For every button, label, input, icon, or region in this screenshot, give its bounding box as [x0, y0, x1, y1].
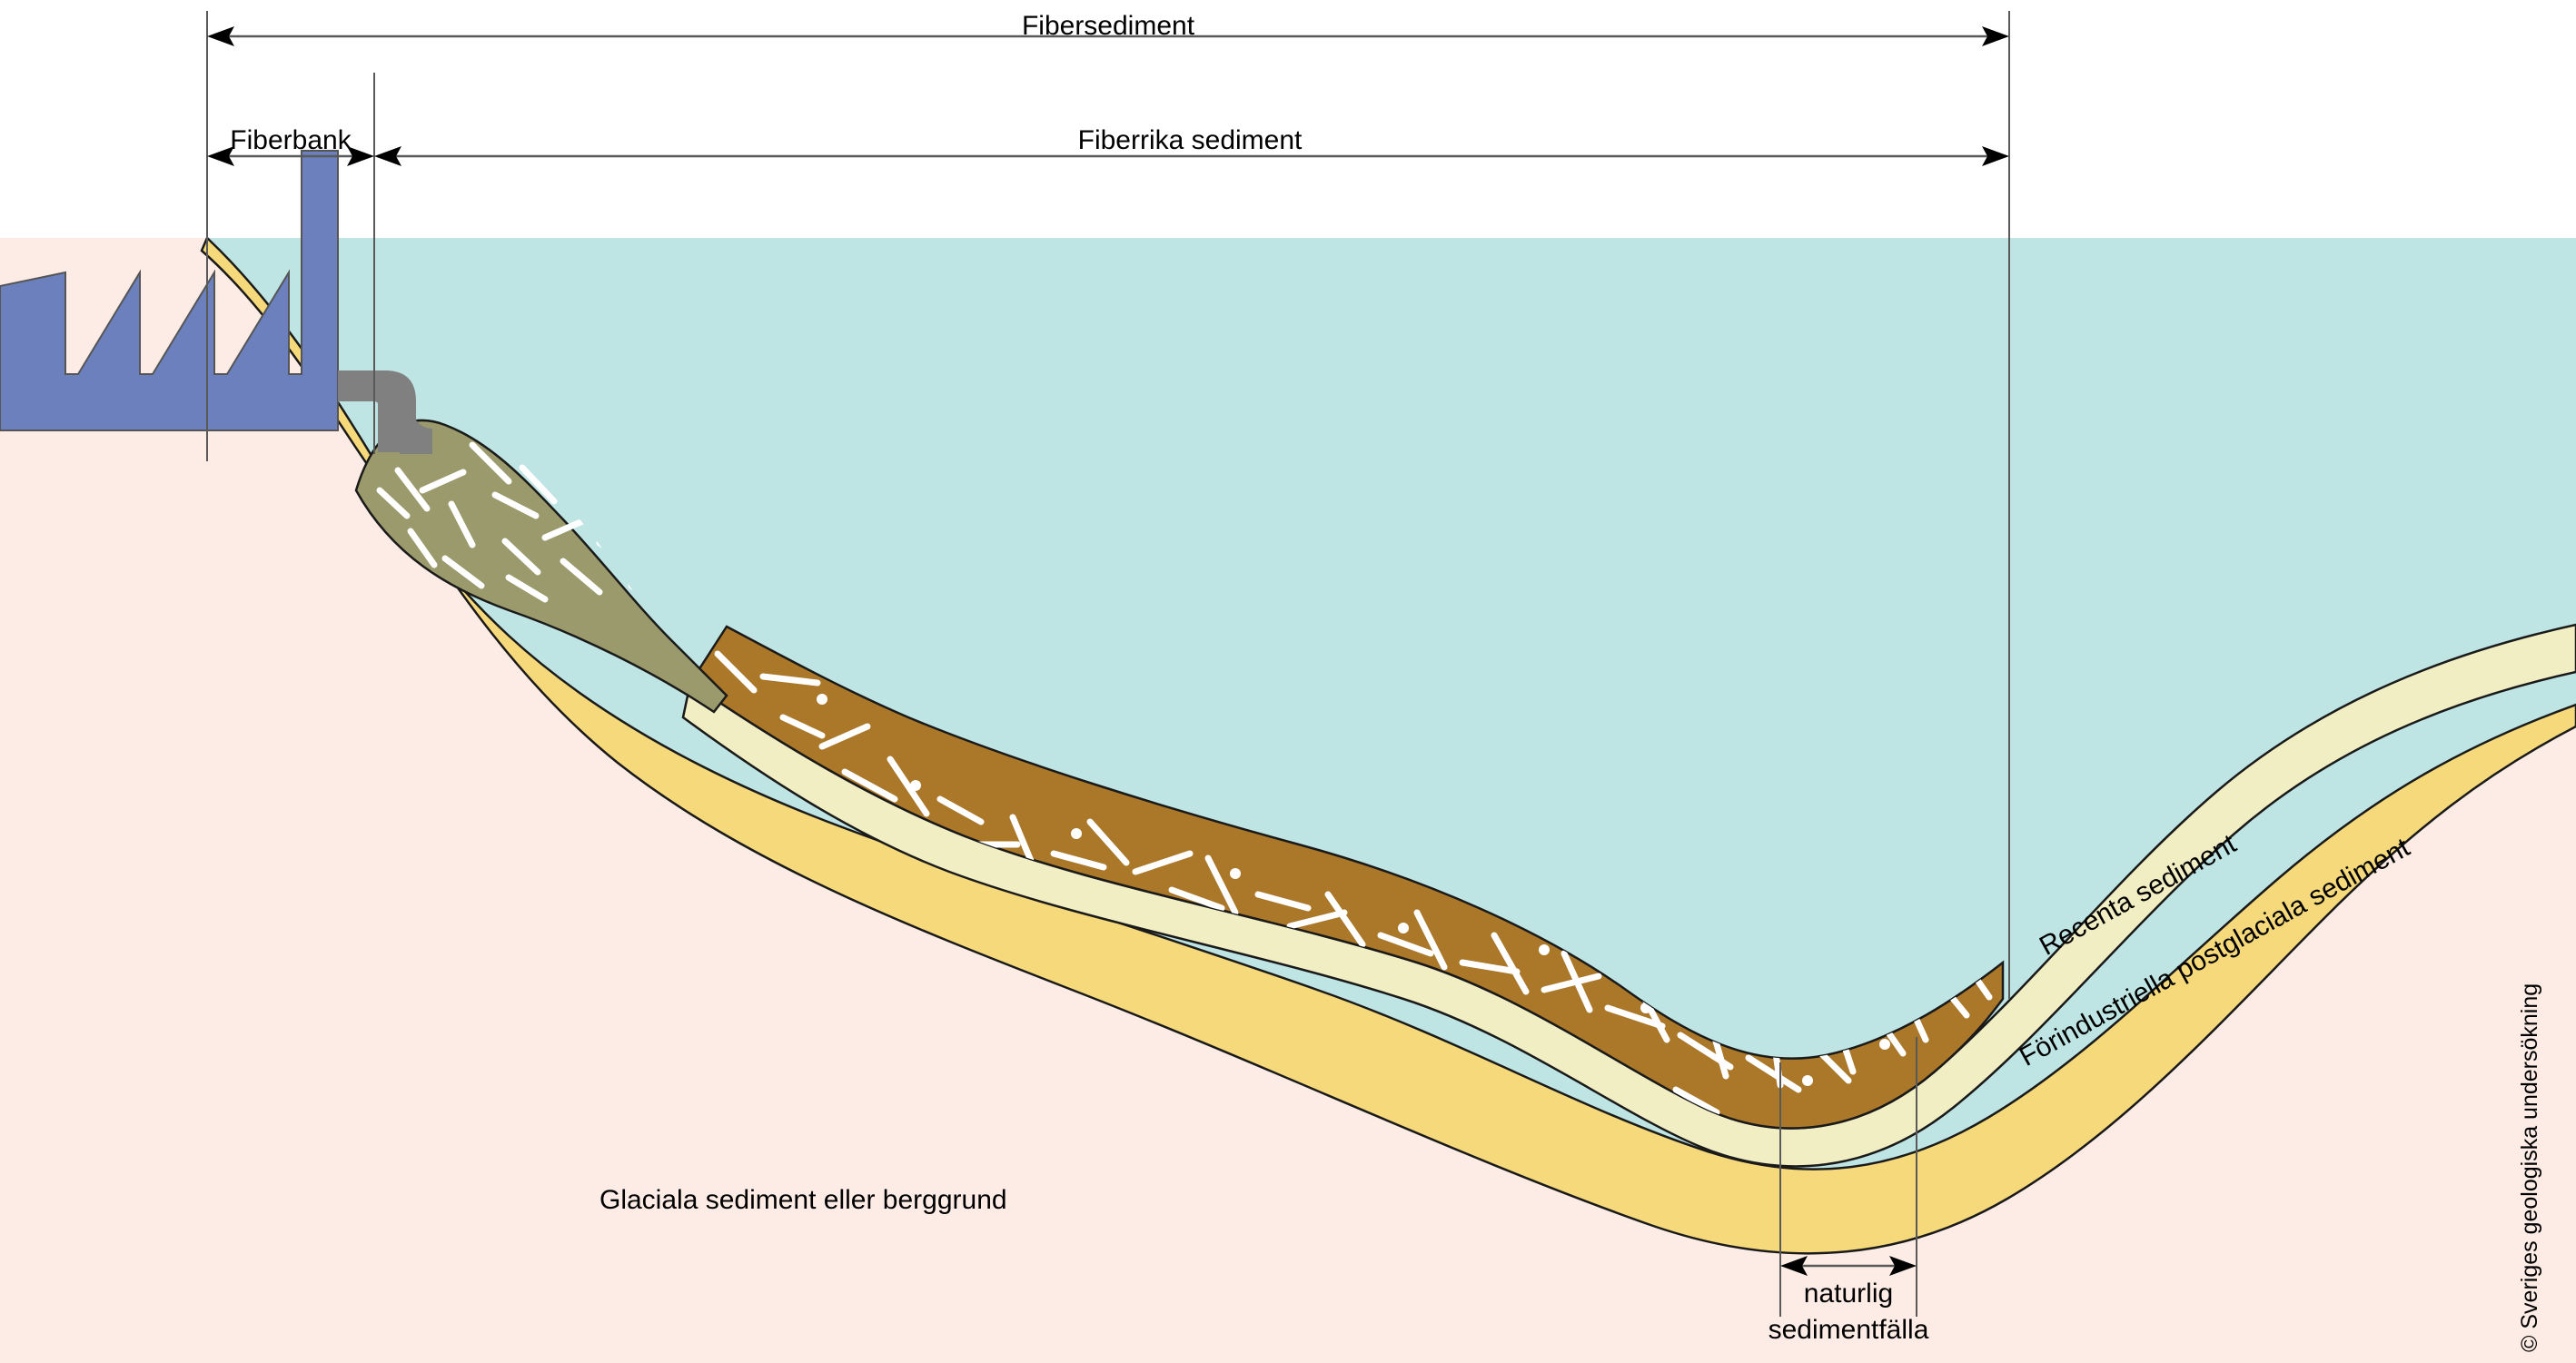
fiberbank-dimension-arrow — [207, 146, 374, 166]
fibersediment-dimension-arrow — [207, 26, 2009, 46]
label-credit: © Sveriges geologiska undersökning — [2517, 983, 2542, 1352]
discharge-pipe-elbow — [338, 370, 416, 452]
label-naturlig-sedimentfalla-line1: naturlig — [1803, 1279, 1894, 1309]
label-fiberrika-sediment: Fiberrika sediment — [1077, 125, 1303, 155]
label-fiberbank: Fiberbank — [230, 125, 352, 155]
label-naturlig-sedimentfalla-line2: sedimentfälla — [1768, 1315, 1929, 1345]
fiber-rich-sediment-layer — [689, 625, 2005, 1130]
fiberbank-mound — [354, 419, 728, 714]
postglacial-sediment-layer — [200, 235, 2576, 1255]
label-glaciala-sediment: Glaciala sediment eller berggrund — [599, 1185, 1007, 1215]
sky-area — [0, 0, 2576, 238]
glacial-bedrock-layer — [0, 238, 2576, 1363]
label-fibersediment: Fibersediment — [1021, 11, 1195, 41]
factory-building — [0, 150, 339, 431]
fiberrika-dimension-arrow — [374, 146, 2009, 166]
sedimentfalla-dimension-arrow — [1780, 1256, 1917, 1276]
dimension-guide-lines — [206, 11, 2010, 1317]
